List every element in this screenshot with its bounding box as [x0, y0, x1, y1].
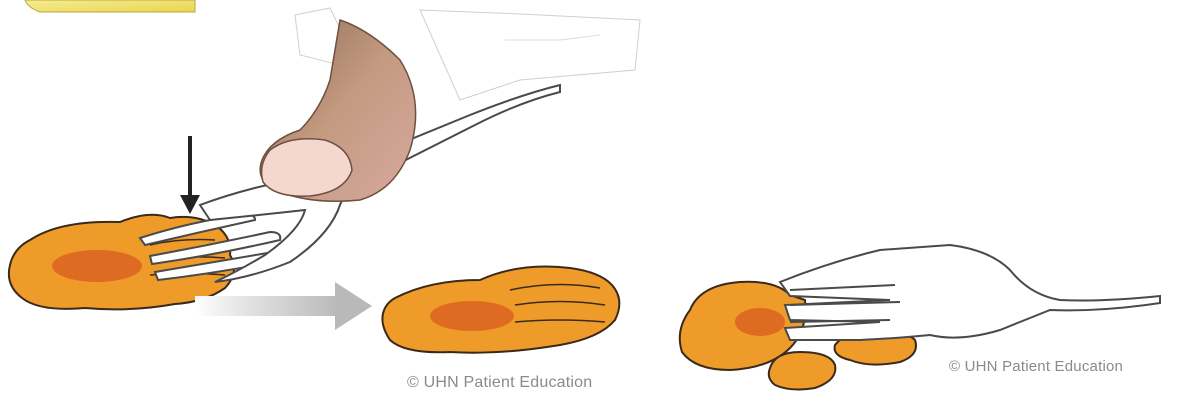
fork-right [780, 245, 1160, 340]
food-center-left [52, 250, 142, 282]
sleeve-right [420, 10, 640, 100]
thumbnail [262, 139, 352, 196]
yellow-tab [25, 0, 195, 12]
down-arrow-icon [180, 136, 200, 214]
food-piece-middle [382, 267, 619, 353]
food-fragment-1 [769, 352, 836, 389]
credit-text-left: © UHN Patient Education [407, 374, 592, 392]
credit-text-right: © UHN Patient Education [949, 358, 1123, 375]
